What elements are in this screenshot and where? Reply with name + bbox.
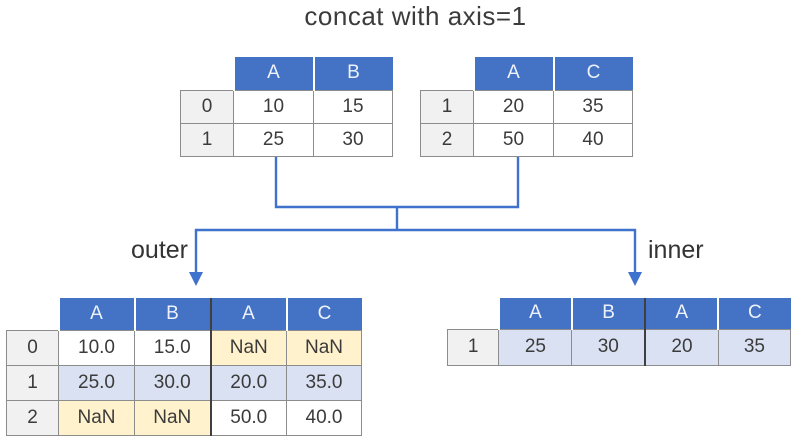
data-cell: 25 bbox=[233, 122, 314, 157]
inner-join-label: inner bbox=[648, 236, 704, 264]
data-cell: 25 bbox=[498, 328, 573, 366]
column-header: C bbox=[285, 298, 362, 330]
corner-cell bbox=[448, 298, 499, 329]
data-cell: 15.0 bbox=[134, 329, 211, 366]
diagram-title: concat with axis=1 bbox=[304, 1, 527, 31]
data-cell: 30.0 bbox=[134, 364, 211, 401]
column-header: B bbox=[133, 298, 211, 330]
data-cell: 30 bbox=[313, 122, 393, 157]
data-cell: 10.0 bbox=[58, 329, 135, 366]
data-cell: 50 bbox=[473, 122, 554, 157]
row-index: 1 bbox=[446, 328, 500, 366]
data-cell: 40.0 bbox=[286, 399, 362, 436]
column-header: A bbox=[209, 298, 287, 330]
data-cell: NaN bbox=[134, 399, 211, 436]
column-header: A bbox=[232, 57, 314, 90]
data-cell: 50.0 bbox=[209, 399, 287, 436]
row-index: 1 bbox=[6, 364, 59, 401]
row-index: 1 bbox=[180, 122, 234, 157]
data-cell: 35.0 bbox=[286, 364, 362, 401]
row-index: 2 bbox=[420, 122, 474, 157]
row-index: 0 bbox=[6, 329, 59, 366]
data-cell: NaN bbox=[286, 329, 362, 366]
row-index: 1 bbox=[420, 89, 474, 124]
column-header: B bbox=[570, 298, 646, 329]
corner-cell bbox=[7, 298, 59, 330]
corner-cell bbox=[181, 57, 234, 90]
data-cell: 35 bbox=[553, 89, 633, 124]
column-header: C bbox=[552, 57, 633, 90]
column-header: A bbox=[472, 57, 554, 90]
data-cell: NaN bbox=[209, 329, 287, 366]
data-cell: 40 bbox=[553, 122, 633, 157]
row-index: 0 bbox=[180, 89, 234, 124]
column-header: B bbox=[312, 57, 393, 90]
data-cell: 25.0 bbox=[58, 364, 135, 401]
column-header: A bbox=[57, 298, 135, 330]
column-header: A bbox=[644, 298, 719, 329]
data-cell: 20 bbox=[644, 328, 719, 366]
outer-join-label: outer bbox=[131, 236, 188, 264]
arrowhead-inner bbox=[628, 272, 642, 286]
arrowhead-outer bbox=[189, 272, 203, 286]
column-header: A bbox=[497, 298, 572, 329]
data-cell: 20 bbox=[473, 89, 554, 124]
row-index: 2 bbox=[6, 399, 59, 436]
data-cell: 20.0 bbox=[209, 364, 287, 401]
data-cell: 15 bbox=[313, 89, 393, 124]
bracket-from-inputs bbox=[274, 157, 520, 209]
data-cell: 30 bbox=[571, 328, 646, 366]
corner-cell bbox=[421, 57, 474, 90]
data-cell: 35 bbox=[717, 328, 791, 366]
data-cell: NaN bbox=[58, 399, 135, 436]
bracket-to-results bbox=[194, 228, 637, 274]
column-header: C bbox=[717, 298, 791, 329]
data-cell: 10 bbox=[233, 89, 314, 124]
